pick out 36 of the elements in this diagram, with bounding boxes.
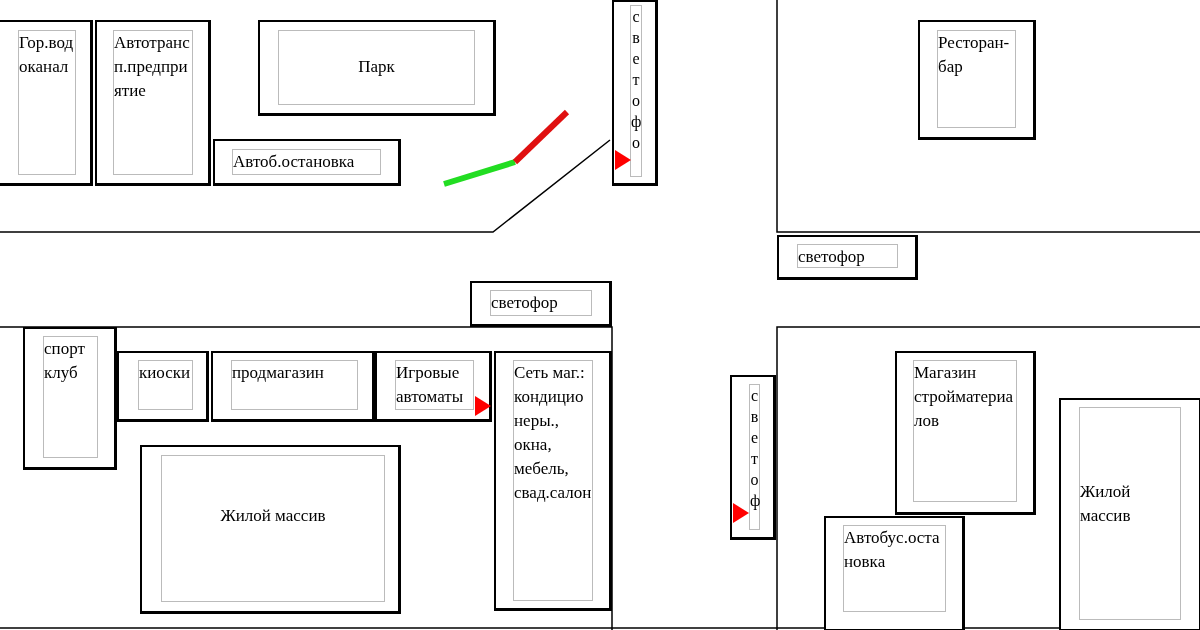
- block-label: Магазин стройматериалов: [913, 360, 1017, 502]
- block-label: Жилой массив: [1079, 407, 1181, 620]
- block-label: Ресторан-бар: [937, 30, 1016, 128]
- block-label: Игровые автоматы: [395, 360, 474, 410]
- block-label: светофор: [490, 290, 592, 316]
- block-label: Парк: [278, 30, 475, 105]
- building-block: [895, 351, 1036, 515]
- building-block: [95, 20, 211, 186]
- block-label: светофор: [797, 244, 898, 268]
- traffic-light-block: [730, 375, 776, 540]
- block-label: киоски: [138, 360, 193, 410]
- building-block: [0, 20, 93, 186]
- traffic-light-block: [470, 281, 612, 327]
- traffic-light-block: [777, 235, 918, 280]
- block-label: продмагазин: [231, 360, 358, 410]
- housing-block: [140, 445, 401, 614]
- block-label: Автоб.остановка: [232, 149, 381, 175]
- bus-stop-block: [824, 516, 965, 630]
- traffic-light-block: [612, 0, 658, 186]
- block-label: светоф: [749, 384, 760, 530]
- building-block: [375, 351, 492, 422]
- building-block: [211, 351, 375, 422]
- block-label: Автотрансп.предприятие: [113, 30, 193, 175]
- block-label: спорт клуб: [43, 336, 98, 458]
- building-block: [23, 327, 117, 470]
- block-label: Жилой массив: [161, 455, 385, 602]
- block-label: Сеть маг.: кондиционеры., окна, мебель, свад.салон: [513, 360, 593, 601]
- building-block: [494, 351, 612, 611]
- block-label: Автобус.остановка: [843, 525, 946, 612]
- building-block: [117, 351, 209, 422]
- block-label: светофо: [630, 5, 642, 177]
- park-block: [258, 20, 496, 116]
- housing-block: [1059, 398, 1200, 630]
- bus-stop-block: [213, 139, 401, 186]
- building-block: [918, 20, 1036, 140]
- block-label: Гор.водоканал: [18, 30, 76, 175]
